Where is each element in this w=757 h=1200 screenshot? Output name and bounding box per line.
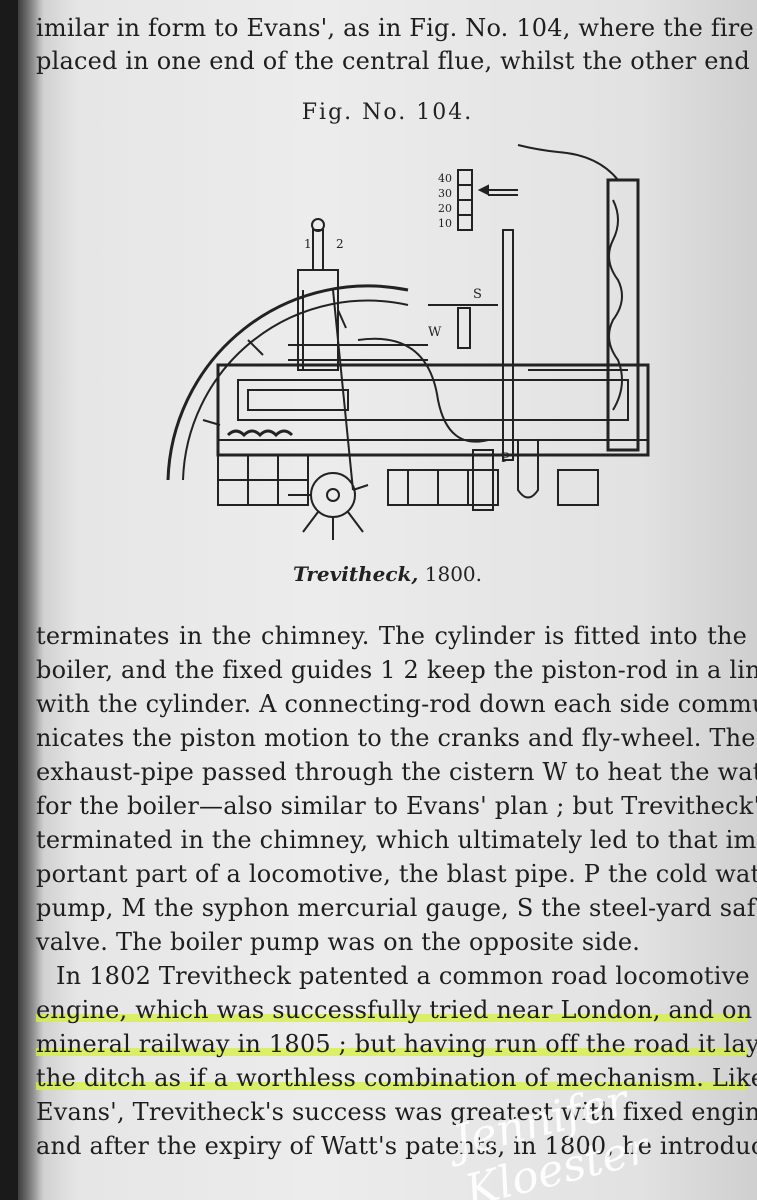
gauge-label-30: 30 — [438, 187, 452, 200]
guide-label-2: 2 — [336, 237, 344, 251]
text-line: nicates the piston motion to the cranks … — [36, 724, 756, 752]
text-line: In 1802 Trevitheck patented a common roa… — [56, 962, 750, 990]
text-line-highlighted: the ditch as if a worthless combination … — [36, 1064, 757, 1092]
text-line: terminated in the chimney, which ultimat… — [36, 826, 757, 854]
gauge-label-20: 20 — [438, 202, 452, 215]
text-line: boiler, and the fixed guides 1 2 keep th… — [36, 656, 757, 684]
cistern-label-w: W — [428, 325, 442, 340]
gauge-label-40: 40 — [438, 172, 452, 185]
text-line-highlighted: engine, which was successfully tried nea… — [36, 996, 757, 1024]
text-line: exhaust-pipe passed through the cistern … — [36, 758, 757, 786]
engine-engraving: 40 30 20 10 1 2 S W P — [166, 144, 650, 540]
text-line-highlighted: mineral railway in 1805 ; but having run… — [36, 1030, 757, 1058]
caption-year: 1800. — [424, 562, 483, 586]
book-page: imilar in form to Evans', as in Fig. No.… — [18, 0, 757, 1200]
guide-label-1: 1 — [304, 237, 312, 251]
pump-label-p: P — [501, 451, 510, 466]
text-line: portant part of a locomotive, the blast … — [36, 860, 757, 888]
text-line: terminates in the chimney. The cylinder … — [36, 622, 747, 650]
text-line: for the boiler—also similar to Evans' pl… — [36, 792, 757, 820]
valve-label-s: S — [473, 287, 482, 302]
figure-title: Fig. No. 104. — [301, 100, 474, 125]
figure-caption: Trevitheck, 1800. — [18, 562, 757, 586]
text-line: placed in one end of the central flue, w… — [36, 47, 750, 75]
caption-name: Trevitheck, — [292, 562, 419, 586]
gauge-label-10: 10 — [438, 217, 452, 230]
text-line: pump, M the syphon mercurial gauge, S th… — [36, 894, 757, 922]
text-line: with the cylinder. A connecting-rod down… — [36, 690, 757, 718]
text-line: and after the expiry of Watt's patents, … — [36, 1132, 757, 1160]
text-line: imilar in form to Evans', as in Fig. No.… — [36, 14, 757, 42]
text-line: valve. The boiler pump was on the opposi… — [36, 928, 641, 956]
text-line: Evans', Trevitheck's success was greates… — [36, 1098, 757, 1126]
